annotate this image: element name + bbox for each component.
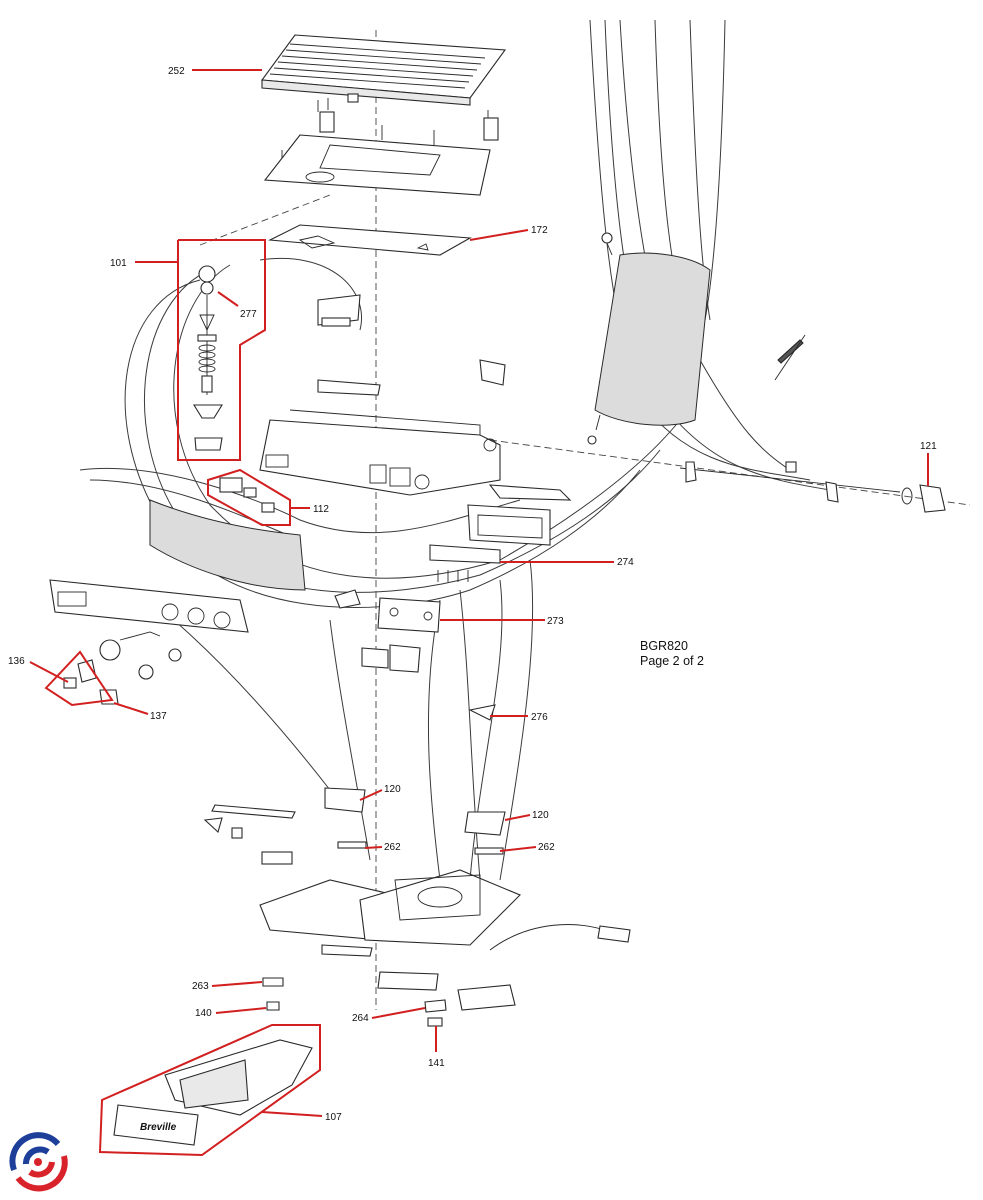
part-label-140: 140 xyxy=(195,1008,212,1019)
part-label-136: 136 xyxy=(8,656,25,667)
part-label-121: 121 xyxy=(920,441,937,452)
insulation-sleeve-left xyxy=(149,499,306,591)
switch-caps xyxy=(219,477,275,513)
drip-tray: Breville xyxy=(113,1039,313,1146)
thermostat-plate xyxy=(334,589,496,721)
part-label-172: 172 xyxy=(531,225,548,236)
leader-lines xyxy=(29,69,929,1117)
control-frame xyxy=(259,294,506,496)
part-label-112: 112 xyxy=(313,504,329,515)
model-number: BGR820 xyxy=(640,639,688,653)
part-label-262-left: 262 xyxy=(384,842,401,853)
part-label-120-left: 120 xyxy=(384,784,401,795)
base-assembly xyxy=(203,787,631,1027)
part-label-120-right: 120 xyxy=(532,810,549,821)
part-label-141: 141 xyxy=(428,1058,445,1069)
part-labels: 252 172 101 277 112 121 274 273 136 137 … xyxy=(8,66,937,1123)
axle-lever-assembly xyxy=(679,334,946,513)
part-label-264: 264 xyxy=(352,1013,369,1024)
top-grill-plate xyxy=(260,34,507,106)
callout-box-136 xyxy=(44,650,114,707)
callout-box-107 xyxy=(98,1024,321,1157)
part-label-273: 273 xyxy=(547,616,564,627)
part-label-101: 101 xyxy=(110,258,127,269)
part-label-277: 277 xyxy=(240,309,257,320)
part-label-263: 263 xyxy=(192,981,209,992)
drip-tray-brand-mark: Breville xyxy=(140,1122,177,1133)
gasket-sheet xyxy=(268,224,472,256)
front-panel xyxy=(49,579,249,680)
insulation-sleeve-right xyxy=(587,232,711,445)
callout-box-101 xyxy=(177,239,266,461)
part-label-107: 107 xyxy=(325,1112,342,1123)
part-label-137: 137 xyxy=(150,711,167,722)
upper-heating-plate xyxy=(263,93,499,196)
brand-logo xyxy=(8,1132,68,1192)
page-indicator: Page 2 of 2 xyxy=(640,654,704,668)
callout-boxes xyxy=(44,239,321,1157)
model-info: BGR820 Page 2 of 2 xyxy=(640,639,704,668)
callout-box-112 xyxy=(207,468,291,526)
pcb-housing xyxy=(429,484,572,582)
part-label-276: 276 xyxy=(531,712,548,723)
part-label-252: 252 xyxy=(168,66,185,77)
part-label-274: 274 xyxy=(617,557,634,568)
hinge-spring-assembly xyxy=(193,265,223,451)
part-label-262-right: 262 xyxy=(538,842,555,853)
